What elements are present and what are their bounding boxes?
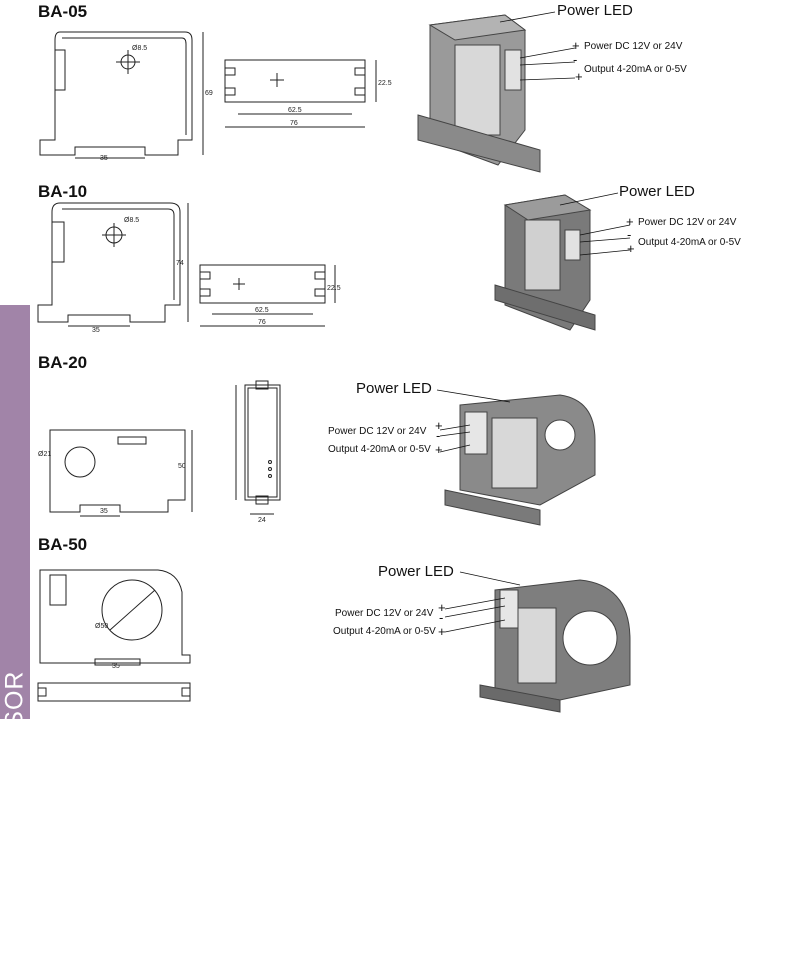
ba10-mount-dim: 62.5 bbox=[255, 307, 269, 314]
ba20-front-view bbox=[49, 429, 193, 517]
ba50-plus-sign: + bbox=[438, 600, 446, 615]
ba10-minus-sign: - bbox=[627, 227, 632, 242]
ba05-hole-dim: Ø8.5 bbox=[132, 45, 147, 52]
ba20-plus-sign: + bbox=[435, 418, 443, 433]
ba20-power-led-label: Power LED bbox=[356, 380, 432, 397]
ba10-width-dim: 76 bbox=[258, 319, 266, 326]
ba10-depth-dim: 22.5 bbox=[327, 285, 341, 292]
ba10-front-view bbox=[37, 202, 189, 327]
ba20-output-label: Output 4-20mA or 0-5V bbox=[328, 444, 431, 455]
ba10-output-label: Output 4-20mA or 0-5V bbox=[638, 237, 741, 248]
ba50-hole-dim: Ø50 bbox=[95, 623, 108, 630]
ba05-width-dim: 76 bbox=[290, 120, 298, 127]
ba50-bottom-view bbox=[37, 682, 191, 702]
ba05-power-led-label: Power LED bbox=[557, 2, 633, 19]
ba05-front-view bbox=[39, 31, 204, 159]
ba05-output-label: Output 4-20mA or 0-5V bbox=[584, 64, 687, 75]
ba20-power-label: Power DC 12V or 24V bbox=[328, 426, 427, 437]
model-title-ba50: BA-50 bbox=[38, 535, 88, 554]
ba10-power-led-label: Power LED bbox=[619, 183, 695, 200]
ba50-output-label: Output 4-20mA or 0-5V bbox=[333, 626, 436, 637]
ba05-minus-sign: - bbox=[573, 52, 578, 67]
ba20-hole-dim: Ø21 bbox=[38, 451, 51, 458]
ba05-plus-sign: + bbox=[572, 38, 580, 53]
ba20-side-view bbox=[235, 380, 281, 515]
leader-lines bbox=[436, 11, 631, 633]
ba20-plus-sign-2: + bbox=[435, 442, 443, 457]
ba05-plus-sign-2: + bbox=[575, 69, 583, 84]
ba10-width-small-dim: 35 bbox=[92, 327, 100, 334]
ba50-width-small-dim: 35 bbox=[112, 663, 120, 670]
ba50-power-led-label: Power LED bbox=[378, 563, 454, 580]
ba20-device-photo bbox=[444, 394, 596, 526]
ba05-mount-dim: 62.5 bbox=[288, 107, 302, 114]
model-title-ba10: BA-10 bbox=[38, 182, 88, 201]
technical-drawings: Ø8.5 69 35 62.5 76 22.5 Ø8.5 74 35 62.5 … bbox=[37, 11, 631, 713]
ba05-height-dim: 69 bbox=[205, 90, 213, 97]
ba10-power-label: Power DC 12V or 24V bbox=[638, 217, 737, 228]
ba05-power-label: Power DC 12V or 24V bbox=[584, 41, 683, 52]
model-title-ba05: BA-05 bbox=[38, 2, 88, 21]
ba20-height-dim: 50 bbox=[178, 463, 186, 470]
ba05-top-view bbox=[224, 59, 377, 128]
ba10-plus-sign-2: + bbox=[627, 241, 635, 256]
ba05-depth-dim: 22.5 bbox=[378, 80, 392, 87]
ba50-power-label: Power DC 12V or 24V bbox=[335, 608, 434, 619]
ba50-minus-sign: - bbox=[439, 610, 444, 625]
model-title-ba20: BA-20 bbox=[38, 353, 88, 372]
ba05-device-photo bbox=[417, 14, 541, 173]
side-banner: AC CURRENT SENSOR bbox=[0, 305, 30, 963]
ba05-width-small-dim: 35 bbox=[100, 155, 108, 162]
ba10-height-dim: 74 bbox=[176, 260, 184, 267]
ba10-top-view bbox=[199, 264, 336, 327]
ba20-width-small-dim: 35 bbox=[100, 508, 108, 515]
ba10-device-photo bbox=[494, 194, 596, 331]
ba50-device-photo bbox=[479, 579, 631, 713]
ba20-minus-sign: - bbox=[436, 428, 441, 443]
ba50-front-view bbox=[39, 569, 191, 666]
ba20-depth-dim: 24 bbox=[258, 517, 266, 524]
ba10-plus-sign: + bbox=[626, 214, 634, 229]
ba50-plus-sign-2: + bbox=[438, 624, 446, 639]
ba10-hole-dim: Ø8.5 bbox=[124, 217, 139, 224]
